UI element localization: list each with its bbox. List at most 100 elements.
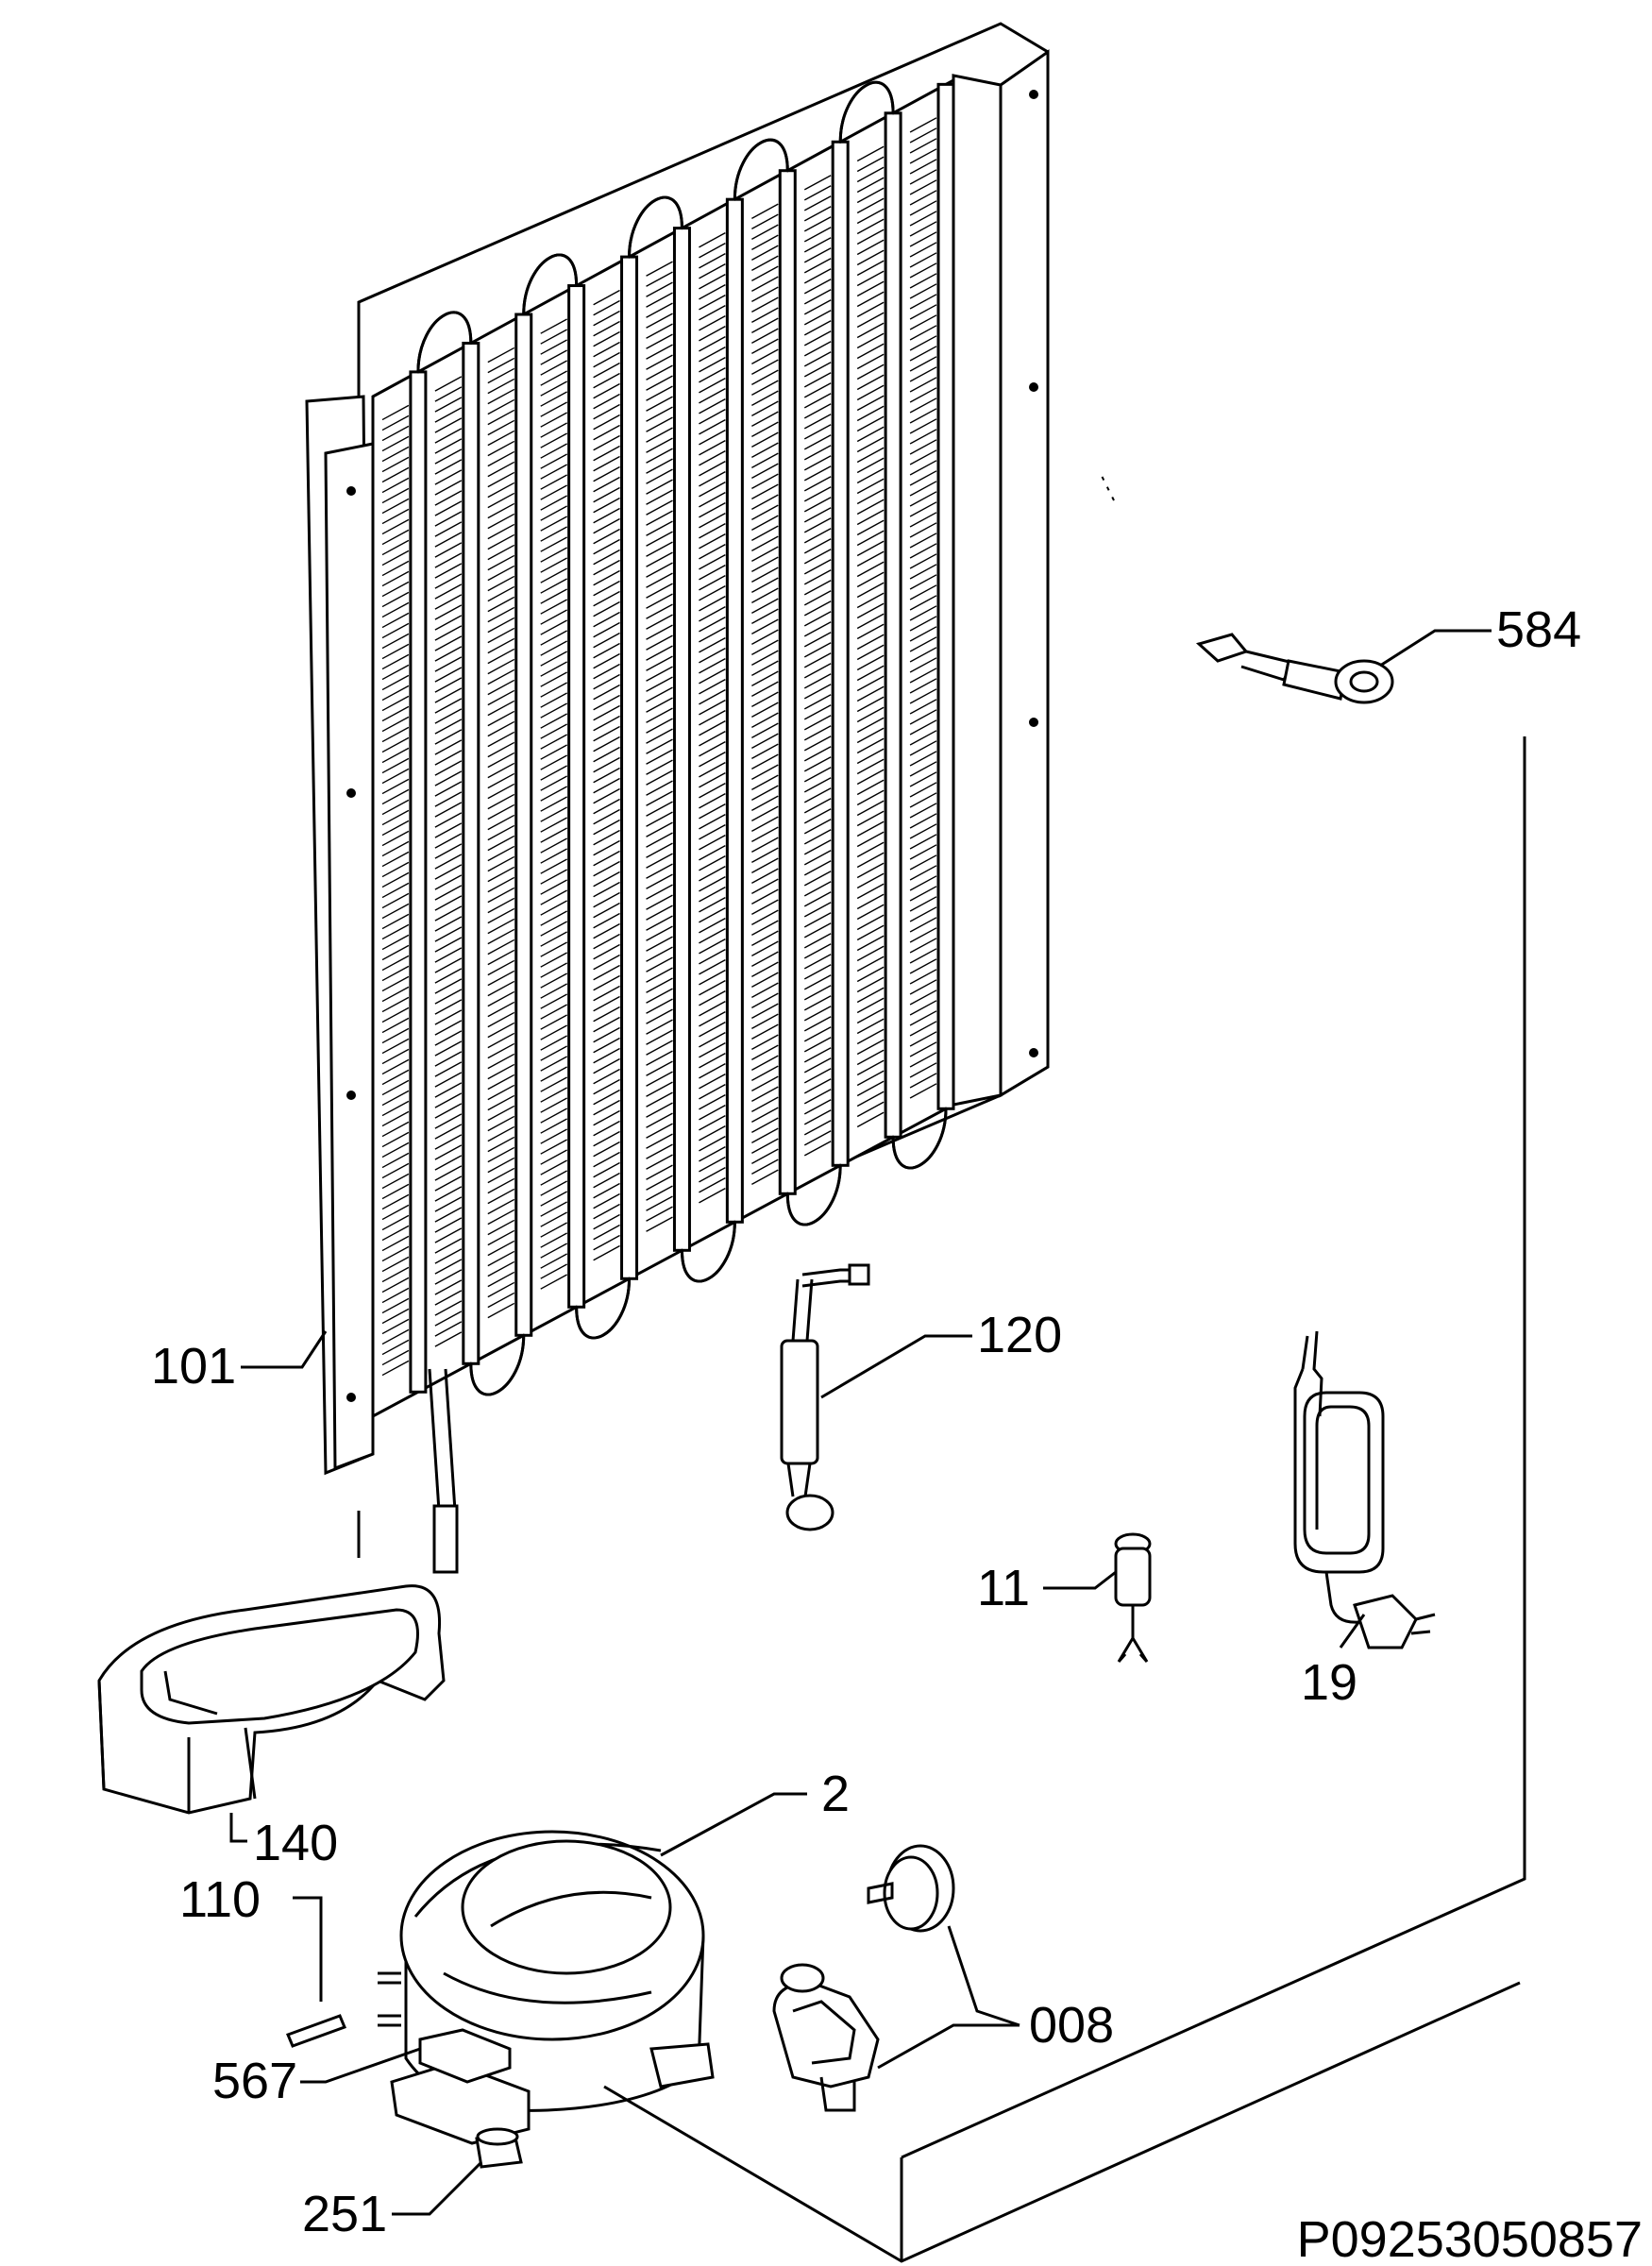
fin-line [751,1044,779,1060]
mount-hole [1029,90,1038,99]
fin-line [593,1234,620,1251]
fin-line [381,653,410,670]
callout-101: 101 [151,1338,236,1395]
callout-120: 120 [977,1307,1062,1363]
leader-110 [293,1896,323,2002]
fin-line [803,600,832,617]
fin-line [540,443,567,459]
fin-line [856,457,885,474]
callout-11: 11 [977,1560,1030,1616]
fin-line [803,964,832,980]
callout-567: 567 [212,2053,297,2109]
fin-line [699,1177,726,1193]
fin-line [751,1096,779,1112]
fin-line [699,315,726,331]
fin-line [487,793,515,810]
fin-line [540,1170,567,1186]
fin-line [646,780,673,796]
fin-line [487,637,515,654]
fin-line [803,1089,832,1105]
fin-line [751,566,779,583]
fin-line [487,803,515,820]
fin-line [593,819,620,836]
fin-line [699,461,726,477]
fin-line [856,831,885,848]
fin-line [699,803,726,820]
fin-line [434,480,463,496]
fin-line [803,642,832,658]
fin-line [487,1022,515,1039]
fin-line [751,598,779,614]
fin-line [856,550,885,567]
fin-line [593,767,620,784]
fin-line [909,636,937,652]
fin-line [909,366,937,382]
fin-line [487,1271,515,1288]
fin-line [646,375,673,391]
fin-line [646,458,673,474]
fin-line [434,1082,463,1098]
fin-line [803,715,832,731]
fin-line [593,1182,620,1199]
fin-line [803,476,832,492]
fin-line [751,1117,779,1133]
fin-line [381,414,410,431]
fin-line [646,499,673,516]
fin-line [593,684,620,701]
fin-line [540,889,567,905]
fin-line [909,1000,937,1016]
fin-line [434,1196,463,1212]
fin-line [803,985,832,1001]
fin-line [856,436,885,453]
fin-line [646,1071,673,1087]
fin-line [803,704,832,720]
tube-bend-inner [469,1333,526,1396]
fin-line [751,328,779,344]
fin-line [803,455,832,471]
fin-line [434,563,463,579]
fin-line [593,351,620,368]
fin-line [646,313,673,329]
fin-line [381,685,410,702]
fin-line [487,1032,515,1049]
fin-line [646,1008,673,1024]
fin-line [803,569,832,585]
fin-line [909,273,937,289]
fin-line [540,1056,567,1072]
tube-bend-inner [838,80,895,144]
fin-line [751,286,779,302]
fin-line [909,989,937,1006]
fin-line [803,227,832,243]
fin-line [593,808,620,825]
fin-line [803,787,832,803]
fin-line [593,704,620,721]
fin-line [381,913,410,930]
fin-line [593,538,620,555]
fin-line [909,252,937,268]
fin-line [909,834,937,850]
tube-segment [620,255,639,1280]
fin-line [699,1022,726,1038]
fin-line [487,357,515,374]
fin-line [487,565,515,582]
fin-line [803,590,832,606]
fin-line [381,508,410,525]
fin-line [540,1263,567,1279]
fin-line [751,992,779,1008]
fin-line [487,1084,515,1101]
fin-line [751,743,779,759]
fin-line [434,989,463,1005]
tube-segment [725,197,744,1224]
leader-567 [300,2047,421,2084]
fin-line [487,928,515,945]
fin-line [381,435,410,452]
fin-line [487,1177,515,1194]
fin-line [803,1068,832,1084]
fin-line [434,833,463,849]
fin-line [856,841,885,858]
fin-line [381,1141,410,1158]
fin-line [434,1030,463,1046]
fin-line [646,1216,673,1232]
fin-line [434,1165,463,1181]
fin-line [803,1047,832,1063]
